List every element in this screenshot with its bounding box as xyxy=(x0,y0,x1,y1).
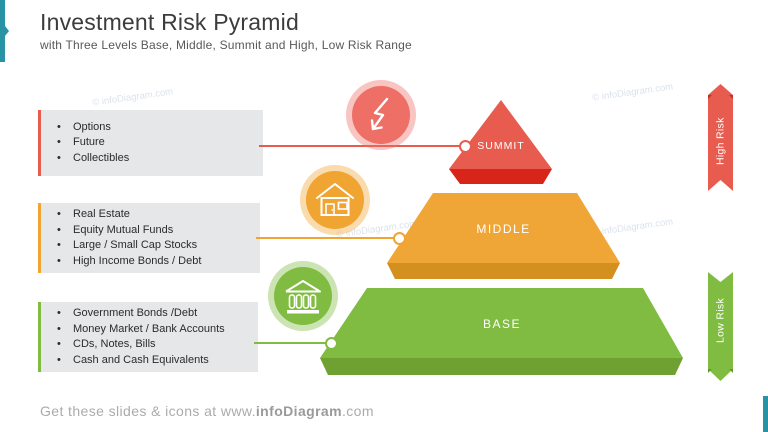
pyramid-base-segment xyxy=(320,288,683,375)
list-item: Money Market / Bank Accounts xyxy=(41,322,258,338)
list-item: Equity Mutual Funds xyxy=(41,223,260,239)
low-risk-ribbon xyxy=(708,272,733,381)
summit-icon-circle xyxy=(352,86,410,144)
summit-items-list: Options Future Collectibles xyxy=(41,120,263,167)
list-item: Cash and Cash Equivalents xyxy=(41,353,258,369)
summit-connector-line xyxy=(259,145,461,147)
list-item: Collectibles xyxy=(41,151,263,167)
base-items-box: Government Bonds /Debt Money Market / Ba… xyxy=(38,302,258,372)
base-connector-line xyxy=(254,342,327,344)
footer-brand-link[interactable]: infoDiagram xyxy=(255,403,342,419)
watermark: © infoDiagram.com xyxy=(591,81,674,104)
footer-credit: Get these slides & icons at www.infoDiag… xyxy=(40,403,374,419)
base-label: BASE xyxy=(482,317,521,331)
page-subtitle: with Three Levels Base, Middle, Summit a… xyxy=(40,38,412,52)
summit-label: SUMMIT xyxy=(477,140,525,152)
high-risk-label: High Risk xyxy=(714,117,727,165)
list-item: Government Bonds /Debt xyxy=(41,306,258,322)
house-icon xyxy=(316,183,354,216)
list-item: Options xyxy=(41,120,263,136)
middle-label: MIDDLE xyxy=(476,222,531,236)
base-connector-node xyxy=(325,337,338,350)
list-item: Future xyxy=(41,135,263,151)
page-title: Investment Risk Pyramid xyxy=(40,9,299,35)
list-item: High Income Bonds / Debt xyxy=(41,254,260,270)
teal-accent-bottom-right-bar xyxy=(763,396,768,432)
middle-items-list: Real Estate Equity Mutual Funds Large / … xyxy=(41,207,260,269)
list-item: CDs, Notes, Bills xyxy=(41,337,258,353)
header: Investment Risk Pyramid with Three Level… xyxy=(40,8,412,52)
footer-prefix: Get these slides & icons at www. xyxy=(40,403,256,419)
summit-items-box: Options Future Collectibles xyxy=(38,110,263,176)
bank-icon xyxy=(285,280,321,314)
list-item: Large / Small Cap Stocks xyxy=(41,238,260,254)
summit-connector-node xyxy=(459,140,472,153)
middle-icon-circle xyxy=(306,171,364,229)
middle-connector-line xyxy=(256,237,395,239)
watermark: © infoDiagram.com xyxy=(91,86,174,109)
base-icon-circle xyxy=(274,267,332,325)
middle-connector-node xyxy=(393,232,406,245)
base-items-list: Government Bonds /Debt Money Market / Ba… xyxy=(41,306,258,368)
high-risk-ribbon xyxy=(708,84,733,191)
footer-suffix: .com xyxy=(341,403,374,419)
pyramid-summit-segment xyxy=(449,100,552,184)
teal-accent-left-bar xyxy=(0,0,9,62)
low-risk-label: Low Risk xyxy=(714,298,727,344)
pyramid-middle-segment xyxy=(387,193,620,279)
middle-items-box: Real Estate Equity Mutual Funds Large / … xyxy=(38,203,260,273)
list-item: Real Estate xyxy=(41,207,260,223)
lightning-arrow-icon xyxy=(370,97,389,131)
